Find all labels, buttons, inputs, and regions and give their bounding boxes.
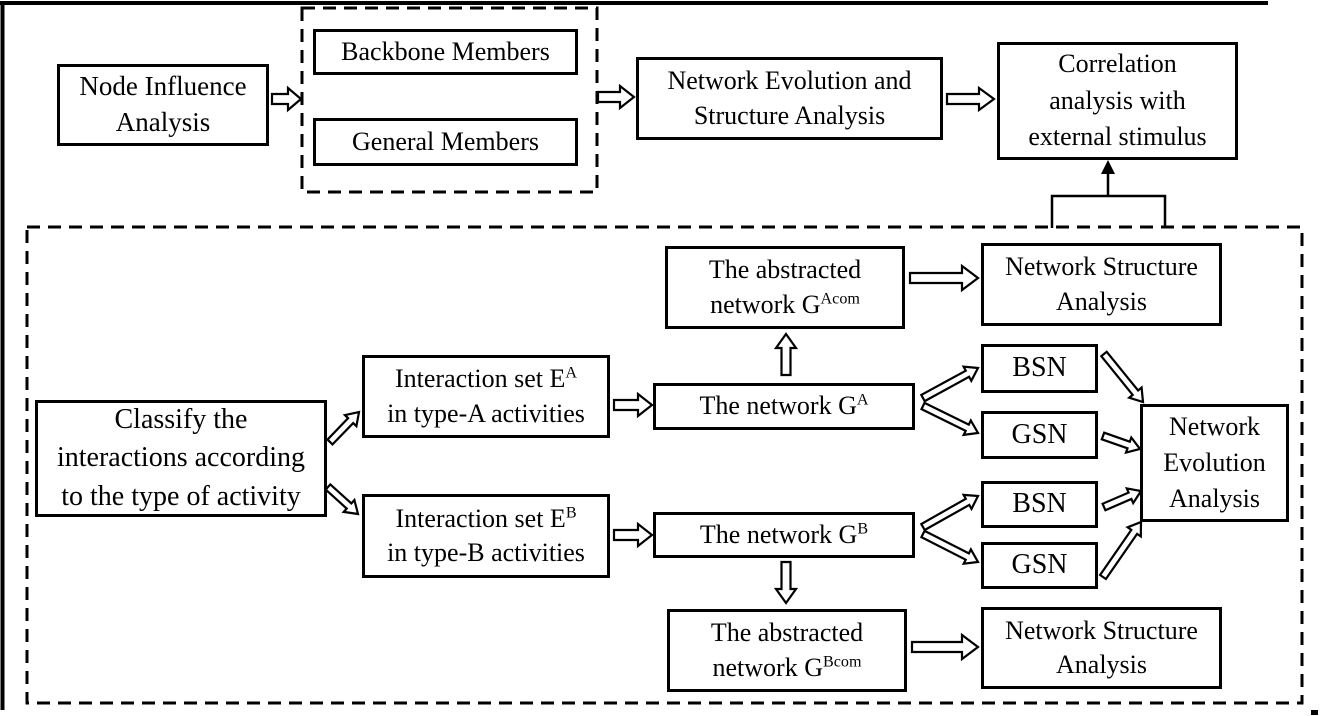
arrow-interaction-b-to-network-b (612, 521, 654, 549)
box-text: The network GB (699, 519, 869, 549)
superscript: Acom (820, 289, 860, 307)
network-gb-box: The network GB (653, 512, 915, 558)
box-text: Correlation (1058, 49, 1177, 79)
arrow-node-influence-to-members (270, 85, 303, 113)
box-text: Structure Analysis (693, 100, 886, 130)
bsn-b-box: BSN (981, 481, 1098, 528)
box-text: Analysis (1169, 483, 1260, 513)
box-text: BSN (1012, 488, 1067, 520)
arrow-classify-to-interaction-a (325, 410, 361, 446)
merge-bracket-line (1050, 194, 1167, 228)
box-text: Network Structure (1005, 252, 1198, 282)
superscript: B (565, 504, 577, 522)
box-text: analysis with (1049, 85, 1186, 115)
arrow-gsn-b-to-network-evolution (1098, 520, 1143, 581)
box-text: network GBcom (712, 652, 862, 682)
backbone-members-box: Backbone Members (313, 29, 578, 75)
arrow-network-a-to-bsn-a (919, 365, 980, 403)
arrow-bsn-a-to-network-evolution (1099, 350, 1145, 404)
bsn-a-box: BSN (981, 344, 1098, 393)
box-text: GSN (1011, 418, 1068, 450)
node-influence-analysis-box: Node Influence Analysis (57, 64, 269, 146)
box-text: Backbone Members (341, 36, 550, 66)
correlation-analysis-box: Correlation analysis with external stimu… (997, 42, 1238, 160)
arrow-gsn-a-to-network-evolution (1100, 431, 1142, 455)
gsn-b-box: GSN (981, 542, 1098, 589)
box-text: to the type of activity (61, 480, 301, 512)
arrow-network-a-to-gsn-a (920, 401, 980, 437)
arrow-network-b-to-abstracted-b (773, 560, 799, 605)
box-text: The abstracted (708, 255, 862, 285)
arrow-interaction-a-to-network-a (612, 391, 654, 419)
box-text: Classify the (114, 403, 248, 435)
superscript: Bcom (823, 652, 862, 670)
superscript: A (856, 391, 869, 409)
arrow-classify-to-interaction-b (324, 482, 360, 516)
gsn-a-box: GSN (981, 411, 1098, 459)
abstracted-network-gacom-box: The abstracted network GAcom (665, 246, 905, 329)
main-dashed-group (25, 225, 1304, 705)
network-evolution-structure-analysis-box: Network Evolution and Structure Analysis (636, 57, 943, 140)
box-text: Node Influence (79, 71, 247, 102)
box-text: external stimulus (1028, 122, 1207, 152)
abstracted-network-gbcom-box: The abstracted network GBcom (667, 609, 907, 692)
superscript: B (857, 520, 869, 538)
frame-corner-mark (1311, 710, 1318, 715)
interaction-set-a-box: Interaction set EA in type-A activities (362, 355, 610, 438)
arrow-nesa-to-correlation (945, 85, 996, 113)
arrow-network-b-to-bsn-b (919, 493, 980, 532)
box-text: interactions according (56, 442, 305, 474)
box-text: Interaction set EA (394, 364, 577, 394)
network-ga-box: The network GA (653, 383, 915, 430)
arrow-abstracted-a-to-nsa-top (908, 263, 980, 293)
box-text: Analysis (1056, 286, 1147, 316)
box-text: Network (1169, 412, 1260, 442)
arrow-bsn-b-to-network-evolution (1101, 486, 1143, 512)
arrow-abstracted-b-to-nsa-bottom (910, 632, 980, 662)
network-structure-analysis-bottom-box: Network Structure Analysis (981, 607, 1222, 689)
box-text: Network Structure (1005, 615, 1198, 645)
box-text: in type-A activities (387, 398, 585, 428)
arrow-network-b-to-gsn-b (919, 529, 980, 566)
box-text: Interaction set EB (395, 503, 577, 533)
box-text: network GAcom (710, 289, 860, 319)
box-text: Evolution (1163, 448, 1266, 478)
classify-interactions-box: Classify the interactions according to t… (35, 400, 327, 517)
box-text: The network GA (699, 391, 869, 421)
box-text: The abstracted (710, 618, 864, 648)
network-structure-analysis-top-box: Network Structure Analysis (981, 243, 1222, 326)
box-text: Analysis (115, 107, 211, 137)
box-text: BSN (1012, 352, 1067, 384)
box-text: General Members (352, 126, 539, 156)
arrow-network-a-to-abstracted-a (773, 332, 799, 377)
box-text: in type-B activities (387, 538, 585, 567)
interaction-set-b-box: Interaction set EB in type-B activities (362, 494, 610, 578)
box-text: Analysis (1056, 650, 1147, 679)
general-members-box: General Members (313, 118, 578, 166)
arrow-members-to-nesa (596, 83, 636, 111)
arrow-merge-to-correlation-head (1101, 160, 1115, 174)
box-text: Network Evolution and (667, 66, 912, 96)
superscript: A (565, 364, 577, 382)
box-text: GSN (1011, 549, 1068, 581)
network-evolution-analysis-box: Network Evolution Analysis (1140, 404, 1289, 522)
